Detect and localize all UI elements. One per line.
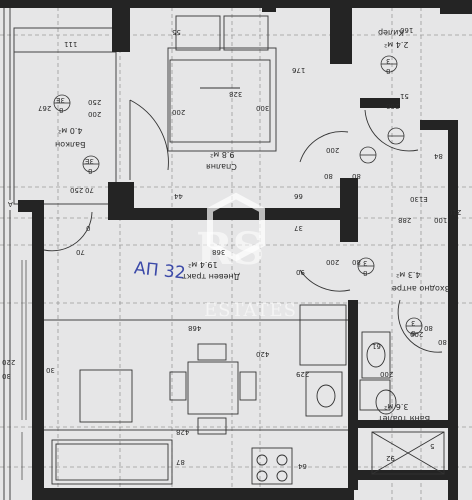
bathroom-area: 3.6 м²	[384, 402, 409, 411]
toilet	[375, 389, 397, 415]
dim-130: E130	[410, 195, 428, 203]
door-swings	[43, 99, 443, 353]
dim-80e: 80	[438, 338, 447, 346]
dim-66: 66	[294, 192, 303, 200]
dim-468: 468	[188, 324, 202, 332]
kitchen-sink	[305, 371, 343, 417]
dim-200a: 200	[88, 110, 102, 118]
bed	[169, 59, 271, 143]
stove	[251, 447, 293, 485]
dim-176: 176	[292, 66, 306, 74]
living-name: Дневен тракт	[182, 272, 240, 281]
bedroom-name: Спалня	[206, 162, 237, 171]
shower-tray	[371, 431, 445, 475]
room-markers	[53, 55, 423, 335]
dim-200g: 200	[380, 370, 394, 378]
dim-51: 51	[400, 92, 409, 100]
balcony-mark-bottom: 3Е	[85, 157, 94, 165]
dim-200d: 200	[326, 146, 340, 154]
dim-80c: 80	[352, 258, 361, 266]
entrance-area: 4.3 м²	[396, 270, 421, 279]
storage-mark-top: 8	[386, 67, 391, 75]
dim-200e: 200	[326, 258, 340, 266]
windows	[21, 260, 27, 480]
bedroom-mark-top: 8	[59, 106, 64, 114]
dim-30b: 30	[2, 372, 11, 380]
dim-288: 288	[398, 216, 412, 224]
dim-250b: 250	[70, 186, 84, 194]
entrance-mark-top: 8	[363, 269, 368, 277]
storage-mark-bottom: 3	[386, 57, 391, 65]
dining-table	[187, 361, 239, 415]
outline-lines	[3, 0, 350, 500]
dim-229: 229	[296, 370, 310, 378]
storage-area: 2.4 м²	[384, 40, 409, 49]
furniture	[51, 59, 445, 485]
balcony-area: 4.0 м²	[58, 126, 83, 135]
entrance-name: Входно антре	[392, 284, 451, 293]
dim-44: 44	[174, 192, 183, 200]
watermark-sub: ESTATES	[204, 300, 297, 321]
dim-0: 0	[86, 224, 91, 232]
balcony-mark-top: 8	[88, 167, 93, 175]
entrance-mark-bottom: 3	[363, 259, 368, 267]
bathroom-name: Баня тоалет	[378, 414, 431, 423]
dim-70a: 70	[85, 186, 94, 194]
watermark-brand: RS	[196, 224, 265, 275]
dim-5: 5	[430, 442, 435, 450]
dim-368: 368	[212, 248, 226, 256]
bathroom-mark-bottom: 3	[411, 319, 416, 327]
dim-300: 300	[256, 104, 270, 112]
dim-100: 100	[434, 216, 448, 224]
sofa	[51, 439, 173, 485]
balcony-name: Балкон	[55, 140, 86, 149]
dim-37: 37	[294, 224, 303, 232]
dim-55: 55	[172, 28, 181, 36]
dim-200f: 200	[410, 330, 424, 338]
dim-87: 87	[176, 458, 185, 466]
dim-92: 92	[386, 454, 395, 462]
watermark-shape	[207, 192, 265, 262]
dim-90: 90	[296, 268, 305, 276]
dim-428: 428	[176, 428, 190, 436]
dim-210: 210	[448, 208, 462, 216]
dim-61: 61	[372, 342, 381, 350]
dim-30a: 30	[46, 366, 55, 374]
dim-220: 220	[2, 358, 16, 366]
dim-267: 267	[38, 104, 52, 112]
dim-80a: 80	[352, 172, 361, 180]
living-area: 19.4 м²	[188, 260, 218, 269]
dim-64: 64	[298, 462, 307, 470]
dim-84: 84	[434, 152, 443, 160]
dim-200b: 200	[172, 108, 186, 116]
bedroom-area: 9.8 м²	[210, 150, 235, 159]
dim-a: A	[8, 200, 13, 208]
dim-420: 420	[256, 350, 270, 358]
sofa-table	[79, 369, 133, 423]
dim-328: 328	[229, 90, 243, 98]
bathroom-sink	[361, 331, 391, 379]
dim-160: 160	[400, 26, 414, 34]
dim-80b: 80	[324, 172, 333, 180]
bedroom-mark-bottom: 3Е	[56, 96, 65, 104]
dim-111: 111	[64, 40, 78, 48]
dim-70b: 70	[76, 248, 85, 256]
dim-200c: 200	[386, 102, 400, 110]
dim-250: 250	[88, 98, 102, 106]
dim-80d: 80	[424, 324, 433, 332]
